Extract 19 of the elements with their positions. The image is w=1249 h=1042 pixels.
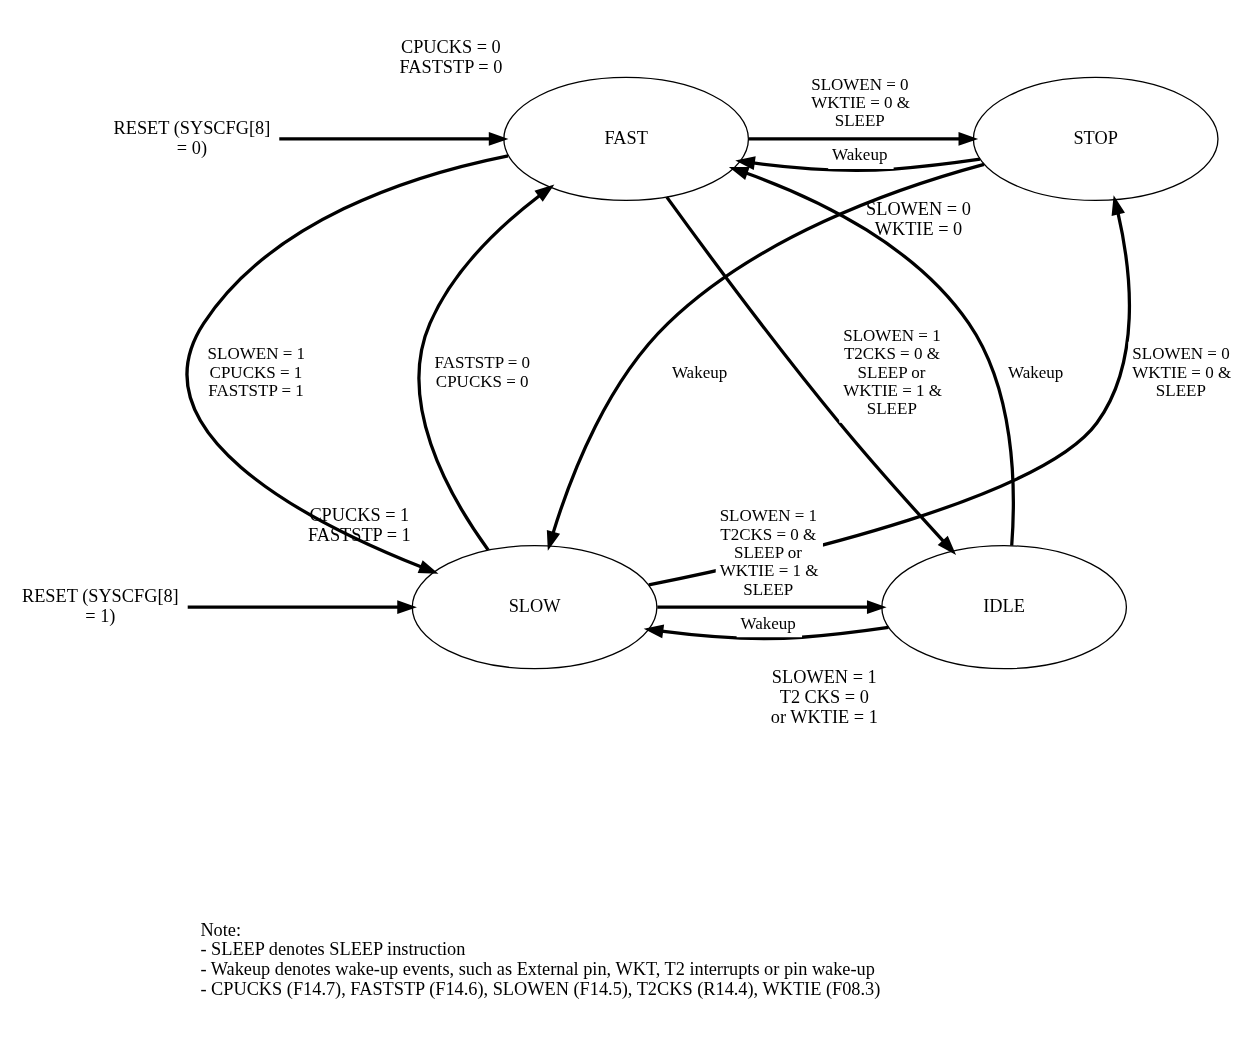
edge-label: SLOWEN = 1 T2CKS = 0 & SLEEP or WKTIE = 1 & SLEEP <box>843 325 943 418</box>
label: - SLEEP denotes SLEEP instruction <box>200 938 466 959</box>
node-text: RESET (SYSCFG[8] = 0) <box>113 117 271 158</box>
edge-label: Wakeup <box>1008 362 1064 381</box>
edge-label: FASTSTP = 0 CPUCKS = 0 <box>434 352 531 391</box>
label: Note: <box>200 919 242 940</box>
node-label: or WKTIE = 1 <box>770 706 878 727</box>
edge-label: Wakeup <box>740 613 796 633</box>
edge-label: SLOWEN = 1 CPUCKS = 1 FASTSTP = 1 <box>207 343 306 400</box>
edge-label: Wakeup <box>671 362 728 381</box>
edge-label: SLOWEN = 0 WKTIE = 0 & SLEEP <box>1132 343 1232 400</box>
label: - CPUCKS (F14.7), FASTSTP (F14.6), SLOWEN (F14.5), T2CKS (R14.4), WKTIE (F08.3) <box>200 978 881 999</box>
node-label: SLOWEN = 0 WKTIE = 0 <box>866 198 971 239</box>
label: - Wakeup denotes wake-up events, such as External pin, WKT, T2 interrupts or pin wake-up <box>200 958 875 979</box>
edge-label: Wakeup <box>832 144 888 164</box>
node-text: RESET (SYSCFG[8] = 1) <box>21 585 179 626</box>
edge-label: SLOWEN = 0 WKTIE = 0 & SLEEP <box>811 74 911 130</box>
edge-label: SLOWEN = 1 T2CKS = 0 & SLEEP or WKTIE = 1 & SLEEP <box>719 505 819 599</box>
node-label: CPUCKS = 0 FASTSTP = 0 <box>399 36 503 76</box>
